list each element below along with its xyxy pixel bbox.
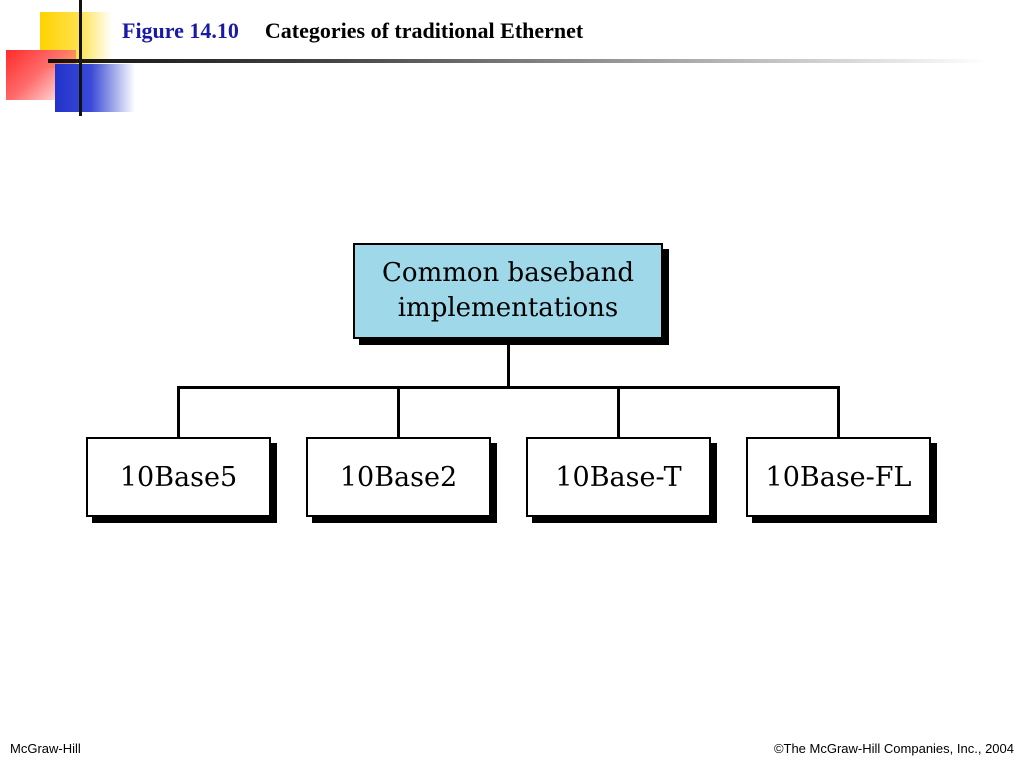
figure-caption: Categories of traditional Ethernet — [264, 18, 584, 43]
root-node-line-2: implementations — [397, 293, 619, 323]
node-label: 10Base5 — [119, 461, 238, 493]
branch-line-10base2 — [397, 386, 400, 438]
root-node-common-baseband: Common baseband implementations — [353, 243, 663, 339]
slide-title: Figure 14.10 Categories of traditional Et… — [122, 16, 583, 46]
branch-line-10base-t — [617, 386, 620, 438]
node-10base-t: 10Base-T — [526, 437, 711, 517]
root-stem-line — [507, 339, 510, 388]
decorative-vertical-rule — [79, 0, 82, 116]
decorative-blue-block — [55, 64, 135, 112]
node-10base5: 10Base5 — [86, 437, 271, 517]
root-node-line-1: Common baseband — [382, 258, 634, 288]
node-label: 10Base-FL — [765, 461, 912, 493]
node-label: 10Base2 — [339, 461, 458, 493]
branch-line-10base-fl — [837, 386, 840, 438]
node-10base-fl: 10Base-FL — [746, 437, 931, 517]
node-label: 10Base-T — [555, 461, 682, 493]
branch-line-10base5 — [177, 386, 180, 438]
node-10base2: 10Base2 — [306, 437, 491, 517]
footer-copyright: ©The McGraw-Hill Companies, Inc., 2004 — [773, 741, 1014, 756]
decorative-horizontal-rule — [48, 59, 988, 63]
figure-number: Figure 14.10 — [122, 18, 239, 43]
footer-publisher: McGraw-Hill — [10, 741, 81, 756]
horizontal-bus-line — [177, 386, 840, 389]
